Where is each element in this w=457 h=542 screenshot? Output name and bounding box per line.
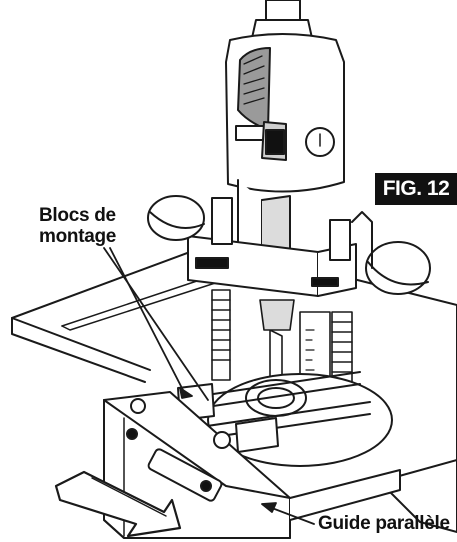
mounting-blocks-label-line1: Blocs de: [39, 205, 116, 226]
motor-housing: [225, 0, 345, 265]
router-base: [147, 195, 431, 297]
figure-badge: FIG. 12: [375, 173, 457, 205]
edge-guide-label: Guide parallèle: [318, 513, 450, 534]
mounting-blocks-label-line2: montage: [39, 226, 117, 247]
leader-line: [103, 247, 315, 525]
arrow-icon: [54, 470, 182, 538]
edge-guide: [103, 371, 401, 539]
mounting-blocks-label: Blocs de montage: [39, 205, 159, 247]
